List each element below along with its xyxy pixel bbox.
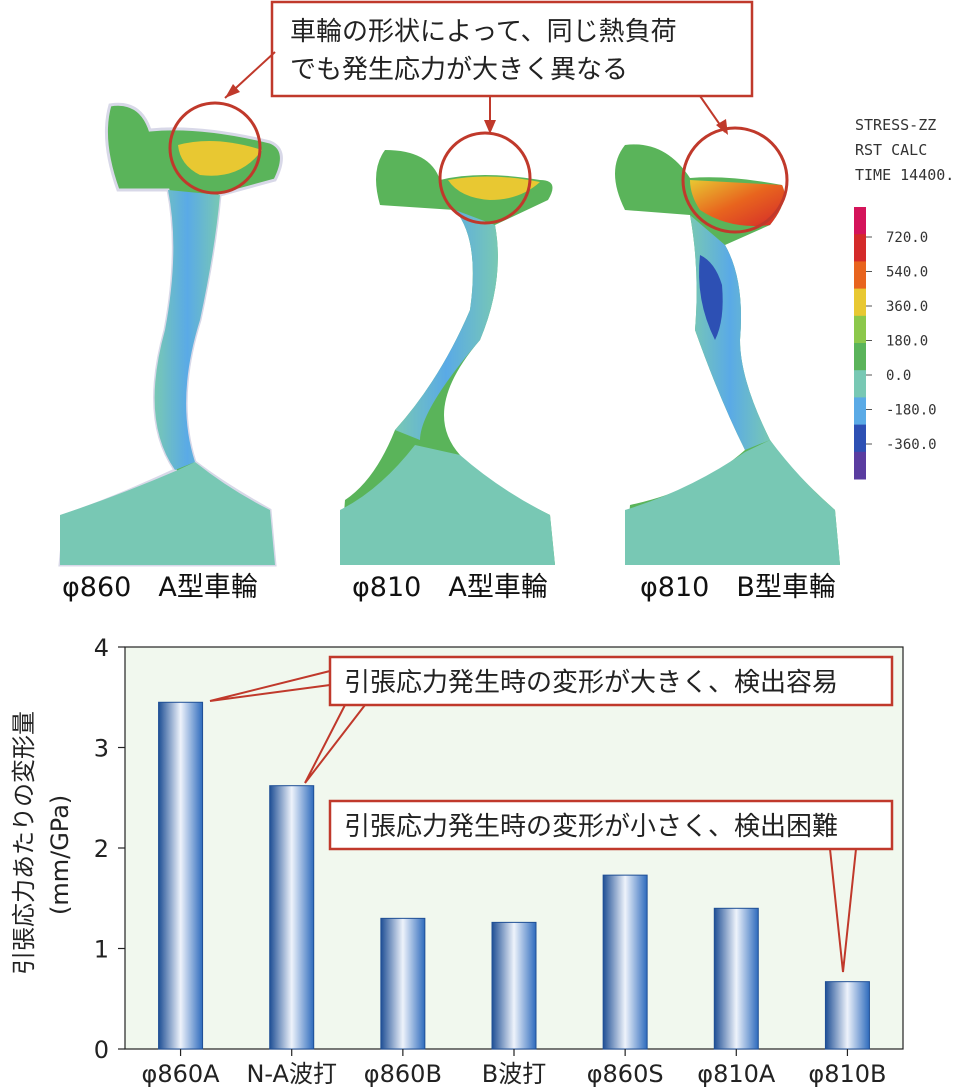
x-tick-label: φ810A	[697, 1060, 776, 1087]
legend-tick-label: -360.0	[886, 437, 937, 453]
legend-swatch	[854, 234, 866, 262]
bar-4	[602, 874, 648, 1050]
x-tick-label: φ860A	[142, 1060, 221, 1087]
annotation-easy: 引張応力発生時の変形が大きく、検出容易	[209, 655, 894, 784]
x-tick-label: N-A波打	[246, 1060, 337, 1087]
highlight-circle-1	[168, 101, 262, 195]
wheel-label-3: φ810 B型車輪	[640, 572, 836, 603]
legend-tick-label: 720.0	[886, 230, 928, 246]
top-callout: 車輪の形状によって、同じ熱負荷 でも発生応力が大きく異なる	[224, 0, 754, 135]
bar-1	[269, 785, 315, 1050]
legend-tick-label: 0.0	[886, 368, 911, 384]
x-tick-label: φ860S	[587, 1060, 664, 1087]
bars	[158, 701, 870, 1050]
wheel-label-1: φ860 A型車輪	[62, 572, 258, 603]
annotation-hard-text: 引張応力発生時の変形が小さく、検出困難	[344, 812, 838, 842]
y-tick-label: 4	[94, 634, 109, 662]
legend-tick-label: 360.0	[886, 299, 928, 315]
legend-swatch	[854, 315, 866, 344]
legend-tick-label: -180.0	[886, 403, 937, 419]
y-tick-label: 1	[94, 936, 109, 964]
y-tick-label: 0	[94, 1036, 109, 1064]
bar-6	[824, 981, 870, 1050]
annotation-hard: 引張応力発生時の変形が小さく、検出困難	[328, 799, 894, 973]
wheel-810b-model	[615, 144, 840, 565]
annotation-easy-text: 引張応力発生時の変形が大きく、検出容易	[344, 668, 838, 698]
legend-header-2: RST CALC	[855, 141, 927, 159]
legend-swatch	[854, 261, 866, 290]
wheel-860a-model	[58, 102, 283, 567]
wheel-label-2: φ810 A型車輪	[352, 572, 548, 603]
legend-swatch	[854, 451, 866, 480]
x-tick-label: B波打	[482, 1060, 546, 1087]
legend-swatch	[854, 207, 866, 235]
bar-5	[713, 907, 759, 1050]
fem-stress-figure: 車輪の形状によって、同じ熱負荷 でも発生応力が大きく異なる φ860 A型車輪 …	[58, 0, 954, 603]
top-callout-line1: 車輪の形状によって、同じ熱負荷	[290, 17, 677, 47]
y-tick-label: 3	[94, 735, 109, 763]
y-axis-unit: (mm/GPa)	[46, 795, 74, 915]
x-tick-label: φ860B	[364, 1060, 442, 1087]
x-tick-label: φ810B	[808, 1060, 886, 1087]
x-axis: φ860A N-A波打 φ860B B波打 φ860S φ810A φ810B	[142, 1049, 886, 1087]
legend-swatch	[854, 343, 866, 371]
y-tick-label: 2	[94, 835, 109, 863]
bar-2	[380, 917, 426, 1050]
wheel-810a-model	[340, 150, 555, 565]
highlight-circle-3	[681, 126, 789, 234]
legend-swatch	[854, 288, 866, 317]
legend-swatch	[854, 397, 866, 426]
y-axis-label: 引張応力あたりの変形量	[10, 711, 38, 975]
legend-swatch	[854, 424, 866, 453]
highlight-circle-2	[438, 131, 532, 225]
legend-header-1: STRESS-ZZ	[855, 116, 936, 134]
top-callout-line2: でも発生応力が大きく異なる	[290, 55, 628, 85]
legend-tick-label: 540.0	[886, 265, 928, 281]
stress-legend: STRESS-ZZ RST CALC TIME 14400. 720.0 540.…	[854, 116, 954, 480]
legend-tick-label: 180.0	[886, 334, 928, 350]
legend-header-3: TIME 14400.	[855, 166, 954, 184]
y-axis: 0 1 2 3 4	[94, 634, 125, 1064]
legend-swatch	[854, 370, 866, 398]
bar-3	[491, 921, 537, 1050]
bar-0	[158, 701, 204, 1050]
